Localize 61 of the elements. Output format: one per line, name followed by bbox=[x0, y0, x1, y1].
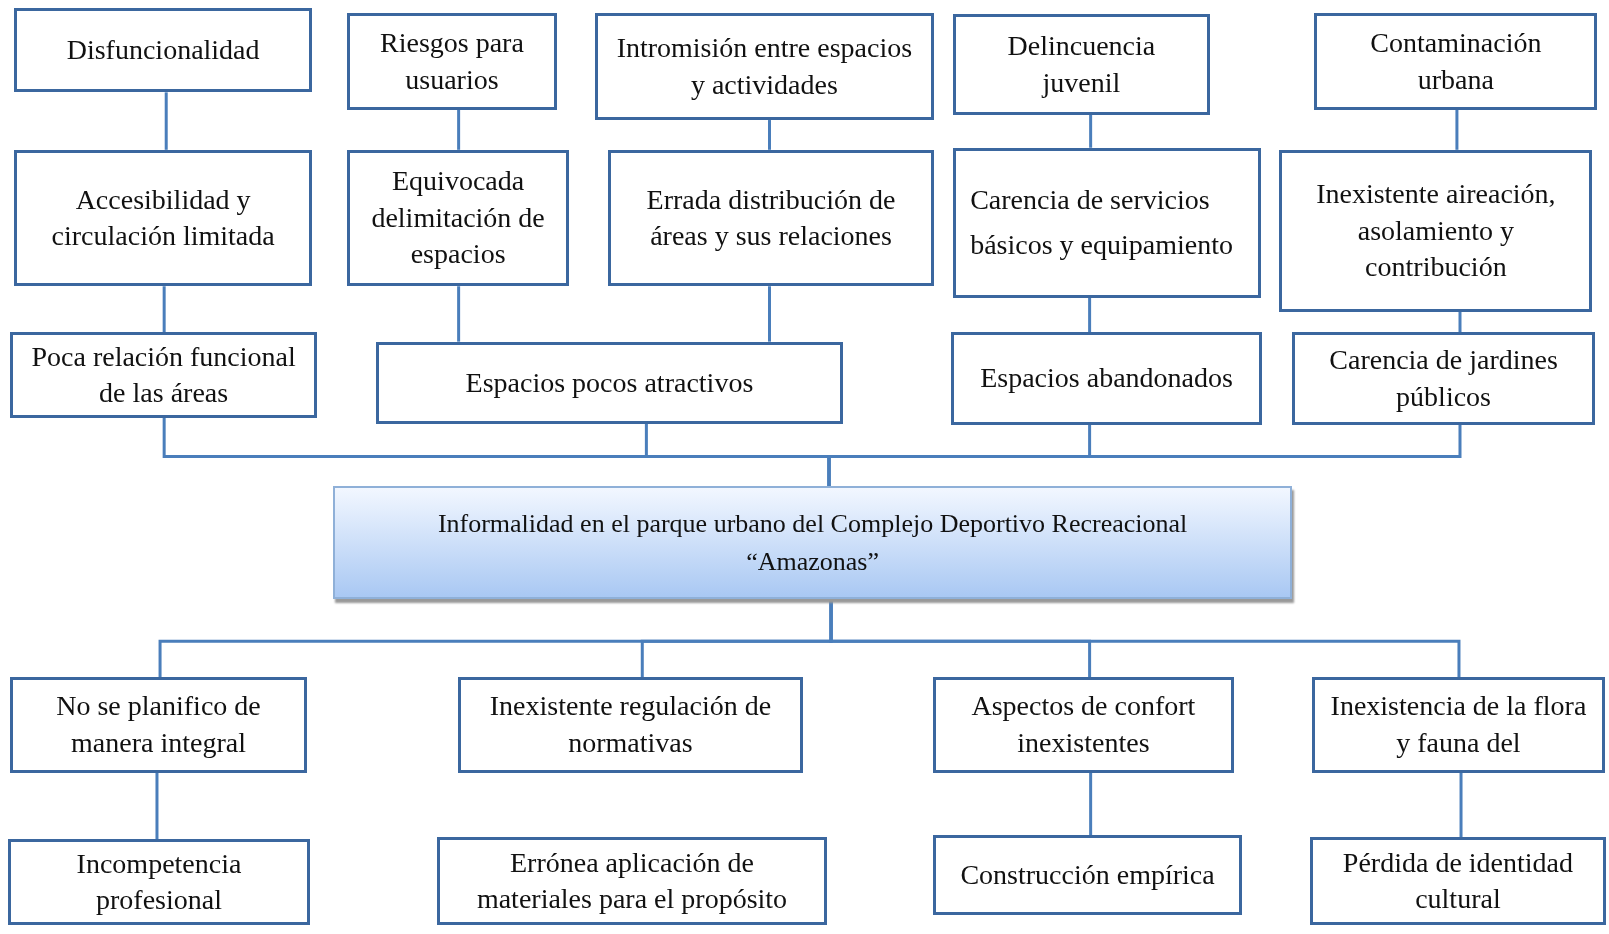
connector-line bbox=[457, 286, 461, 342]
node-text: Construcción empírica bbox=[960, 857, 1215, 892]
node-text: No se planifico de manera integral bbox=[55, 689, 262, 760]
problem-box bbox=[375, 341, 844, 424]
node-text: Carencia de jardines públicos bbox=[1328, 343, 1559, 414]
connector-line bbox=[768, 120, 771, 150]
problem-box bbox=[953, 14, 1210, 115]
connector-line bbox=[1458, 311, 1462, 333]
problem-box bbox=[14, 149, 312, 287]
node-text: Pérdida de identidad cultural bbox=[1341, 845, 1574, 917]
connector-line bbox=[827, 424, 1462, 487]
problem-box bbox=[595, 13, 934, 121]
connector-line bbox=[457, 109, 461, 150]
problem-box bbox=[608, 149, 934, 287]
problem-box bbox=[14, 8, 312, 93]
problem-box bbox=[1310, 837, 1606, 926]
problem-box bbox=[10, 332, 317, 418]
node-text: Inexistencia de la flora y fauna del bbox=[1329, 689, 1588, 760]
node-text: Delincuencia juvenil bbox=[1006, 29, 1157, 100]
problem-box bbox=[1291, 332, 1596, 425]
problem-box bbox=[953, 147, 1261, 298]
node-text: Disfuncionalidad bbox=[66, 33, 260, 68]
node-text: Errónea aplicación de materiales para el propósito bbox=[475, 845, 789, 917]
connector-line bbox=[1089, 114, 1093, 148]
problem-box bbox=[457, 677, 804, 773]
problem-box bbox=[951, 332, 1262, 425]
node-text: Riesgos para usuarios bbox=[379, 26, 525, 97]
node-text: Intromisión entre espacios y actividades bbox=[615, 31, 914, 102]
connector-line bbox=[155, 772, 159, 840]
node-text: Inexistente regulación de normativas bbox=[488, 689, 773, 760]
node-text: Espacios pocos atractivos bbox=[465, 365, 754, 400]
node-text: Errada distribución de áreas y sus relaciones bbox=[645, 182, 897, 253]
problem-box bbox=[437, 837, 827, 926]
connector-line bbox=[1088, 297, 1092, 333]
connector-line bbox=[1455, 109, 1459, 150]
problem-box bbox=[932, 835, 1243, 916]
connector-line bbox=[768, 286, 771, 342]
problem-box bbox=[346, 13, 558, 110]
node-text: Inexistente aireación, asolamiento y contribución bbox=[1315, 177, 1557, 284]
problem-box bbox=[1312, 677, 1605, 773]
connector-line bbox=[1459, 772, 1463, 838]
problem-box bbox=[10, 677, 307, 773]
node-text: Incompetencia profesional bbox=[75, 846, 243, 918]
node-text: Carencia de servicios básicos y equipamiento bbox=[970, 182, 1234, 262]
node-text: Accesibilidad y circulación limitada bbox=[50, 182, 276, 253]
problem-box bbox=[1279, 149, 1593, 312]
node-text: Equivocada delimitación de espacios bbox=[370, 164, 546, 272]
connector-line bbox=[162, 286, 166, 333]
problem-box bbox=[346, 149, 570, 287]
node-text: Poca relación funcional de las áreas bbox=[30, 339, 297, 410]
problem-box bbox=[1314, 13, 1598, 110]
problem-box bbox=[932, 677, 1235, 773]
node-text: Espacios abandonados bbox=[980, 361, 1233, 396]
connector-line bbox=[164, 92, 168, 150]
central-problem-box bbox=[333, 486, 1292, 600]
connector-line bbox=[1089, 772, 1093, 836]
node-text: Aspectos de confort inexistentes bbox=[970, 689, 1197, 760]
node-text: Contaminación urbana bbox=[1369, 26, 1543, 97]
node-text: Informalidad en el parque urbano del Complejo Deportivo Recreacional “Amazonas” bbox=[436, 508, 1189, 578]
problem-box bbox=[8, 839, 310, 926]
connector-line bbox=[829, 599, 1461, 678]
